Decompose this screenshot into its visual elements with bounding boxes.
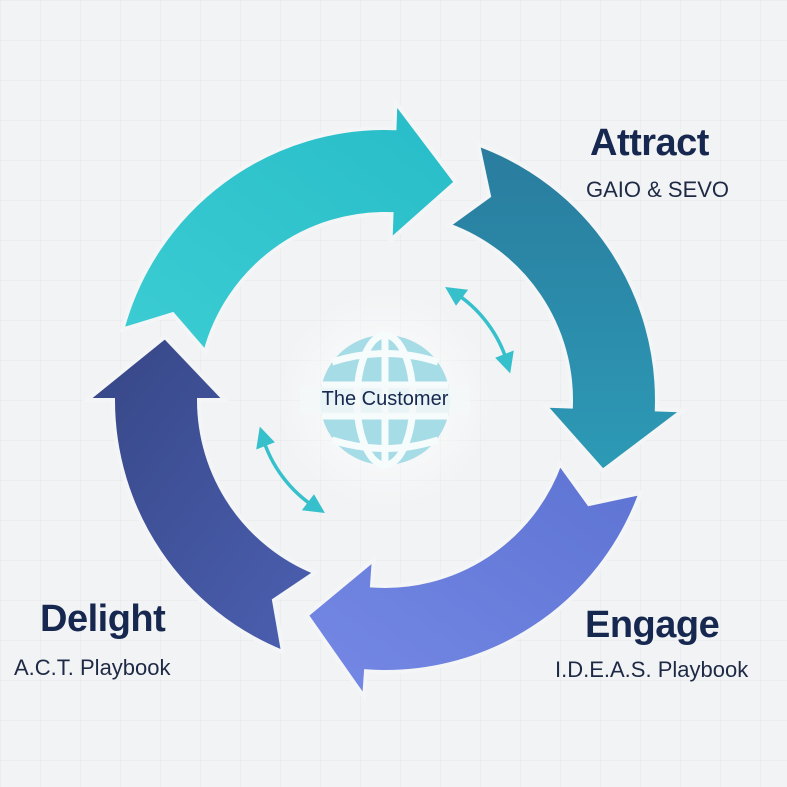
stage-subtitle-attract: GAIO & SEVO — [586, 177, 730, 202]
stage-subtitle-delight: A.C.T. Playbook — [14, 655, 171, 680]
delight-arrow-segment — [304, 459, 644, 704]
arrowhead-icon — [301, 494, 325, 513]
arrowhead-icon — [445, 287, 469, 306]
globe-icon — [300, 331, 470, 469]
return-arrow-segment — [81, 334, 320, 656]
stage-subtitle-engage: I.D.E.A.S. Playbook — [555, 657, 749, 682]
center-label: The Customer — [321, 388, 449, 410]
arrowhead-icon — [256, 426, 275, 450]
attract-arrow-segment — [119, 96, 459, 357]
stage-title-attract: Attract — [590, 122, 709, 164]
engage-arrow-segment — [444, 141, 689, 474]
stage-title-delight: Delight — [40, 598, 166, 640]
stage-title-engage: Engage — [585, 604, 720, 646]
arrowhead-icon — [495, 350, 514, 374]
